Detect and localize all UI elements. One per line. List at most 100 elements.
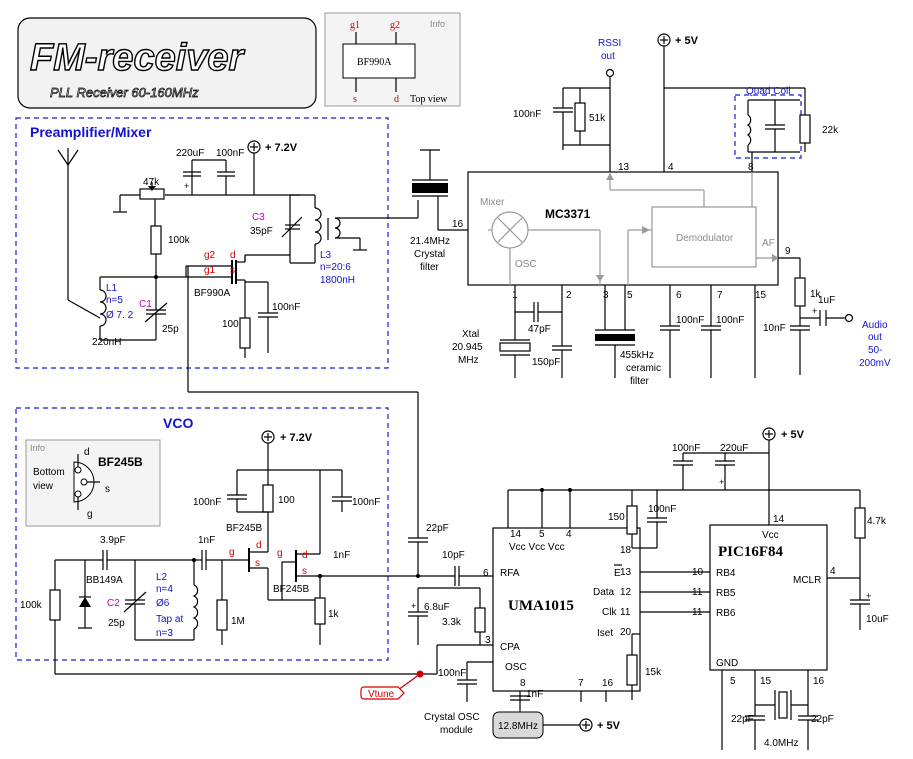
audio-out-3: 50- [868, 345, 882, 356]
pin-d: d [230, 250, 236, 261]
demodulator-label: Demodulator [676, 233, 734, 244]
quad-coil: Quad Coil 22k [734, 86, 839, 172]
osc-label: OSC [515, 259, 537, 270]
res-150-e: 150 [608, 490, 640, 549]
bf245b-bottom: Bottom [33, 467, 65, 478]
uma-data-label: Data [593, 587, 615, 598]
res-1k-vco: 1k [314, 597, 340, 645]
pin-s: s [230, 265, 235, 276]
res-100-label: 100 [222, 319, 239, 330]
cap-100nf-pre: 100nF [216, 148, 244, 195]
af-label: AF [762, 238, 775, 249]
uma-pin-8: 8 [520, 678, 526, 689]
uma-pin-12: 12 [620, 587, 632, 598]
cap-100nf-pic-label: 100nF [672, 443, 700, 454]
pic-pin-11b: 11 [692, 607, 703, 618]
uma-pin-4: 4 [566, 529, 572, 540]
vco-section-frame [15, 407, 389, 661]
uma-e-label: E [614, 568, 621, 579]
mixer-label: Mixer [480, 197, 505, 208]
cap-c1-val: 25p [162, 324, 179, 335]
res-22k-label: 22k [822, 125, 839, 136]
cap-10pf-label: 10pF [442, 550, 465, 561]
cap-10pf-rfa: 10pF [442, 550, 493, 586]
bf990a-label: BF990A [194, 288, 230, 299]
cap-c3-name: C3 [252, 212, 265, 223]
cpa-loop-filter: + 6.8uF 3.3k [408, 587, 493, 674]
uma-cpa-label: CPA [500, 642, 520, 653]
coil-l3-ratio: n=20:6 [320, 262, 351, 273]
pic-pin-5: 5 [730, 676, 736, 687]
pic-vcc-label: Vcc [762, 530, 779, 541]
mc-pin-7: 7 [717, 290, 723, 301]
ceramic-filter-455k: 455kHz ceramic filter [595, 285, 661, 387]
res-15k: 15k [626, 633, 662, 700]
jfet-2-bf245b: g d s BF245B [273, 470, 321, 600]
cap-1nf-osc-label: 1nF [526, 689, 543, 700]
uma-vcc-label: Vcc Vcc Vcc [509, 542, 565, 553]
bf245b-info-label: Info [30, 443, 45, 453]
res-1k-vco-label: 1k [328, 609, 340, 620]
title-block: FM-receiver PLL Receiver 60-160MHz [17, 17, 317, 109]
cap-100nf-p7-label: 100nF [716, 315, 744, 326]
mc-pin-6: 6 [676, 290, 682, 301]
jfet1-d: d [256, 540, 262, 551]
bf990a-part-label: BF990A [357, 57, 392, 68]
preamp-section-title: Preamplifier/Mixer [30, 124, 152, 140]
xtal-filter-l1: Crystal [414, 249, 445, 260]
cap-22pf-b-label: 22pF [811, 714, 834, 725]
cap-10uf-mclr: + 10uF [850, 578, 889, 630]
coil-l3-name: L3 [320, 250, 332, 261]
cap-c3-trimmer: C3 35pF [250, 194, 322, 264]
svg-text:+: + [866, 591, 871, 601]
cap-47pf: 47pF [515, 302, 562, 335]
res-100k-vco: 100k [20, 560, 61, 674]
res-1m: 1M [216, 560, 245, 645]
uma-rfa-label: RFA [500, 568, 520, 579]
cap-47pf-label: 47pF [528, 324, 551, 335]
coil-l2-turns: n=4 [156, 584, 173, 595]
cap-c1-name: C1 [139, 299, 152, 310]
audio-out-4: 200mV [859, 358, 891, 369]
coil-l1-name: L1 [106, 283, 118, 294]
xtal-label-2: 20.945 [452, 342, 483, 353]
res-100k-pre: 100k [150, 225, 191, 277]
cap-220uf-pre: 220uF + [176, 148, 204, 195]
bf990a-mosfet: g2 g1 d s BF990A [185, 250, 246, 318]
vtune-label: Vtune [368, 689, 395, 700]
jfet-1-bf245b: g d s BF245B [226, 512, 269, 600]
jfet2-d: d [302, 550, 308, 561]
coil-l3: L3 n=20:6 1800nH [320, 217, 418, 286]
cap-100nf-vco-b-label: 100nF [352, 497, 380, 508]
pin-g1: g1 [204, 265, 216, 276]
bf245b-pin-g: g [87, 509, 93, 520]
cap-220uf-pic: + 220uF [715, 443, 748, 490]
preamp-supply-label: + 7.2V [265, 142, 298, 154]
xtal-4mhz-label: 4.0MHz [764, 738, 798, 749]
ceramic-label-3: filter [630, 376, 650, 387]
pic-gnd: GND [716, 658, 738, 669]
mc-pin-13: 13 [618, 162, 630, 173]
cap-100nf-vco-a: 100nF [193, 470, 268, 513]
coil-l1-dia: Ø 7. 2 [106, 310, 134, 321]
cap-1uf-af: 1uF [818, 295, 835, 306]
vco-section-title: VCO [163, 415, 193, 431]
title-main: FM-receiver [30, 37, 246, 79]
bf245b-info-box: Info Bottom view d s g BF245B [25, 439, 161, 527]
coil-l1-turns: n=5 [106, 295, 123, 306]
cap-100nf-vco-b: 100nF [332, 470, 380, 512]
mc-pin-2: 2 [566, 290, 572, 301]
pic-pin-4: 4 [830, 566, 836, 577]
cap-1nf-gate: 1nF [198, 535, 240, 570]
coil-l1-ind: 220nH [92, 337, 121, 348]
varactor-label: BB149A [86, 575, 123, 586]
pin-g2: g2 [204, 250, 216, 261]
mc-supply-label: + 5V [675, 35, 699, 47]
cap-100nf-rssi-label: 100nF [513, 109, 541, 120]
bf245b-view: view [33, 481, 54, 492]
mc-pin-5: 5 [627, 290, 633, 301]
uma-pin-13: 13 [620, 567, 632, 578]
pin-d-label: d [394, 94, 399, 105]
preamp-section-frame [15, 117, 389, 369]
